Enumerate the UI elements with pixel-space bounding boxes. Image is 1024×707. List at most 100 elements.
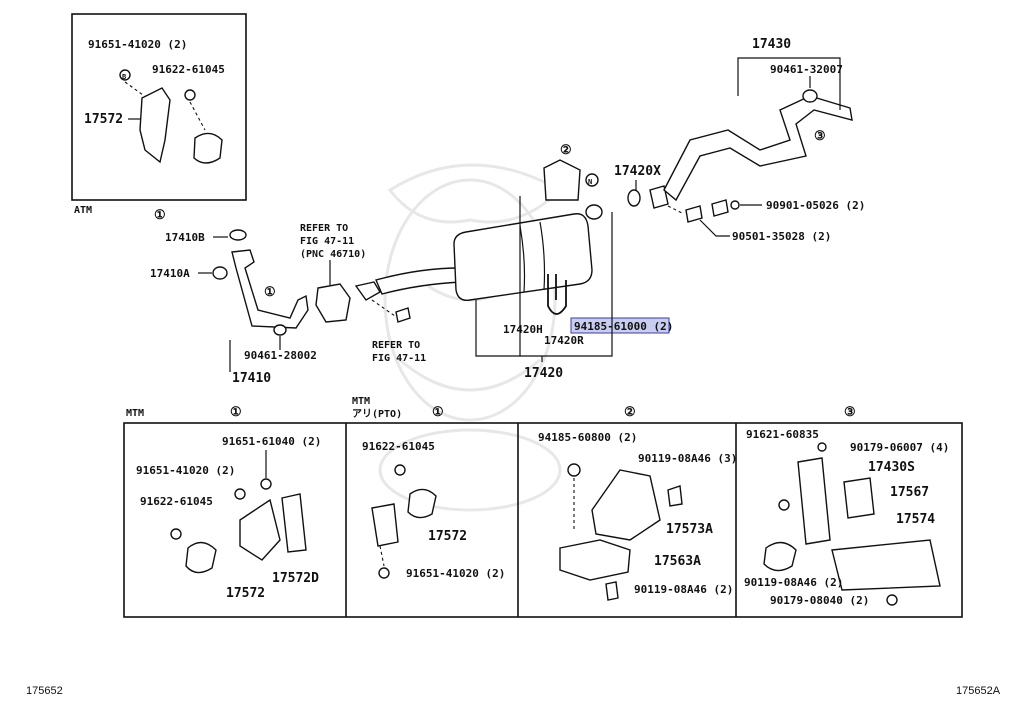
- gasket-icon: [229, 229, 247, 241]
- refer-note-2-line1: REFER TO: [372, 340, 420, 351]
- callout-2-main: ②: [560, 143, 572, 158]
- label-17410: 17410: [232, 371, 271, 386]
- bolt-icon: [378, 567, 390, 579]
- gasket-icon: [627, 189, 641, 207]
- washer-icon: [817, 442, 827, 452]
- bracket-icon: [139, 87, 171, 164]
- label-91622-61045-mtm1: 91622-61045: [140, 495, 213, 508]
- svg-text:B: B: [122, 73, 126, 81]
- label-17573A: 17573A: [666, 522, 713, 537]
- bolt-icon: [778, 499, 790, 511]
- label-90119-08A46-3: 90119-08A46 (3): [638, 452, 737, 465]
- muffler-icon: [453, 213, 593, 301]
- diagram-id-right: 175652A: [956, 685, 1001, 697]
- center-pipe-icon: [375, 267, 463, 295]
- callout-2-bottom: ②: [624, 405, 636, 420]
- clamp-icon: [193, 132, 223, 164]
- label-17567: 17567: [890, 485, 929, 500]
- callout-1-mtm2: ①: [432, 405, 444, 420]
- rubber-17567-icon: [843, 477, 875, 519]
- nut-icon: [394, 464, 406, 476]
- clamp-icon: [407, 488, 437, 519]
- bolt-icon: [605, 581, 619, 601]
- highlighted-part-box[interactable]: [570, 317, 670, 334]
- label-17420: 17420: [524, 366, 563, 381]
- hanger-bracket-icon: [543, 159, 581, 201]
- diagram-id-left: 175652: [26, 685, 63, 697]
- bottom-panels: MTM ① 91651-61040 (2) 91651-41020 (2) 91…: [123, 396, 963, 618]
- label-91651-61040: 91651-61040 (2): [222, 435, 321, 448]
- label-90119-08A46-2-sec2: 90119-08A46 (2): [634, 583, 733, 596]
- spring-icon: [685, 205, 703, 223]
- label-90119-08A46-2-sec3: 90119-08A46 (2): [744, 576, 843, 589]
- bracket-17572D-icon: [281, 493, 307, 553]
- label-90461-28002: 90461-28002: [244, 349, 317, 362]
- refer-note-1-line3: (PNC 46710): [300, 249, 366, 260]
- svg-text:N: N: [588, 178, 592, 186]
- bolt-icon: [234, 488, 246, 500]
- label-91622-61045-mtm2: 91622-61045: [362, 440, 435, 453]
- nut-icon: [184, 89, 196, 101]
- label-91651-41020-mtm2: 91651-41020 (2): [406, 567, 505, 580]
- clamp-icon: [802, 89, 818, 103]
- mtm2-tag: MTM: [352, 396, 370, 407]
- label-94185-61000[interactable]: 94185-61000 (2): [574, 320, 673, 333]
- bracket-icon: [371, 503, 399, 547]
- label-17572-mtm1: 17572: [226, 586, 265, 601]
- label-17430: 17430: [752, 37, 791, 52]
- callout-1-main: ①: [264, 285, 276, 300]
- bottom-frame: [123, 422, 963, 618]
- watermark-emblem: [378, 163, 563, 512]
- hanger-17430S-icon: [797, 457, 831, 545]
- clamp-icon: [763, 541, 797, 572]
- flange-icon: [585, 204, 603, 220]
- bracket-icon: [239, 498, 281, 561]
- flange-icon: [649, 185, 669, 209]
- label-91651-41020-mtm1: 91651-41020 (2): [136, 464, 235, 477]
- label-17430S: 17430S: [868, 460, 915, 475]
- label-17420R: 17420R: [544, 334, 584, 347]
- clamp-icon: [185, 541, 217, 574]
- bolt-icon: [667, 485, 683, 507]
- nut-icon: [585, 173, 599, 187]
- mtm2-sub: アリ(PTO): [352, 408, 402, 420]
- main-assembly: 17410B 17410A ① 90461-28002 17410 REFER …: [150, 37, 865, 386]
- label-17420H: 17420H: [503, 323, 543, 336]
- label-90461-32007: 90461-32007: [770, 63, 843, 76]
- label-90179-06007: 90179-06007 (4): [850, 441, 949, 454]
- front-pipe-icon: [231, 249, 309, 329]
- bolt-icon: [119, 69, 131, 81]
- inset-atm: 91651-41020 (2) B 91622-61045 17572 ATM …: [71, 13, 247, 223]
- catalytic-bracket-icon: [315, 283, 351, 323]
- refer-note-1-line1: REFER TO: [300, 223, 348, 234]
- label-17572-mtm2: 17572: [428, 529, 467, 544]
- bolt-icon: [711, 199, 729, 217]
- label-17572-atm: 17572: [84, 112, 123, 127]
- label-17572D: 17572D: [272, 571, 319, 586]
- bolt-head-icon: [730, 200, 740, 210]
- label-90179-08040: 90179-08040 (2): [770, 594, 869, 607]
- label-90501-35028: 90501-35028 (2): [732, 230, 831, 243]
- label-91622-61045: 91622-61045: [152, 63, 225, 76]
- nut-icon: [567, 463, 581, 477]
- label-17410A: 17410A: [150, 267, 190, 280]
- bracket-17573A-icon: [591, 469, 661, 541]
- nut-icon: [886, 594, 898, 606]
- mtm1-tag: MTM: [126, 408, 144, 419]
- refer-note-1-line2: FIG 47-11: [300, 236, 354, 247]
- gasket-icon: [212, 266, 228, 280]
- callout-1-mtm1: ①: [230, 405, 242, 420]
- label-94185-60800: 94185-60800 (2): [538, 431, 637, 444]
- inset-atm-tag: ATM: [74, 205, 92, 216]
- label-17563A: 17563A: [654, 554, 701, 569]
- label-17574: 17574: [896, 512, 935, 527]
- label-91621-60835: 91621-60835: [746, 428, 819, 441]
- flange-icon: [354, 281, 381, 301]
- label-17410B: 17410B: [165, 231, 205, 244]
- label-91651-41020: 91651-41020 (2): [88, 38, 187, 51]
- bolt-icon: [260, 478, 272, 490]
- nut-icon: [170, 528, 182, 540]
- callout-1-atm: ①: [154, 208, 166, 223]
- callout-3-main: ③: [814, 129, 826, 144]
